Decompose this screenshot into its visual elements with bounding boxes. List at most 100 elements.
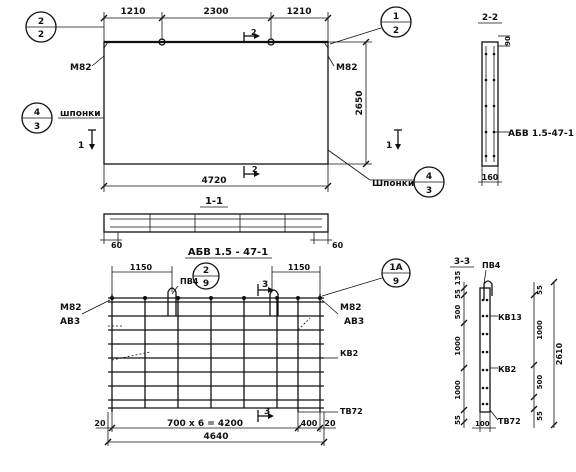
dim-700x6: 700 х 6 = 4200 — [167, 419, 243, 429]
callout-4-3-right: 4 3 — [413, 166, 445, 198]
svg-text:1А: 1А — [389, 263, 402, 273]
section-mark-label: 1 — [386, 141, 392, 151]
dim-90: 90 — [504, 36, 512, 46]
dim-55-r1: 55 — [536, 285, 544, 295]
corner-chamfer — [103, 41, 109, 49]
svg-text:9: 9 — [393, 277, 399, 287]
section-outline — [103, 213, 329, 233]
dim-160: 160 — [482, 173, 499, 182]
dim-tick — [158, 14, 166, 22]
section-mark-label: 3 — [262, 280, 268, 290]
leader-line — [489, 409, 499, 421]
callout-4-3-left: 4 3 — [21, 102, 53, 134]
label-kv2: КВ2 — [498, 365, 516, 374]
dim-60-left: 60 — [111, 241, 123, 250]
svg-text:2: 2 — [203, 266, 209, 276]
cage-elevation: АБВ 1.5 - 47-1 1150 1150 — [60, 247, 411, 446]
leader-line — [91, 55, 105, 67]
dim-135: 135 — [454, 271, 462, 286]
section-2-2-label: АБВ 1.5-47-1 — [508, 129, 574, 139]
leader-line — [327, 55, 335, 67]
panel-plan: 1210 2300 1210 2 2 1 1 2650 4720 — [21, 6, 445, 198]
section-mark-label: 2 — [252, 165, 258, 174]
dim-55-r2: 55 — [536, 411, 544, 421]
svg-text:3: 3 — [426, 186, 432, 196]
dim-1000-b: 1000 — [454, 380, 462, 400]
svg-text:2: 2 — [38, 30, 44, 40]
callout-2-9: 2 9 — [192, 262, 220, 290]
dim-20-right: 20 — [324, 419, 336, 428]
section-outline — [481, 41, 499, 167]
section-arrowhead — [395, 144, 401, 150]
svg-text:4: 4 — [426, 172, 432, 182]
panel-outline — [103, 41, 329, 165]
section-2-2: 2-2 90 АБВ 1.5-47-1 160 — [478, 13, 574, 186]
leader-line — [483, 269, 487, 285]
label-m82-right: М82 — [336, 63, 357, 73]
lifting-hook — [483, 280, 493, 300]
dim-4640: 4640 — [203, 432, 228, 442]
callout-1a-9: 1А 9 — [321, 258, 411, 297]
dim-right: 2650 — [355, 90, 365, 115]
dim-1150-left: 1150 — [130, 263, 153, 272]
svg-text:2: 2 — [38, 17, 44, 27]
section-arrowhead — [254, 33, 260, 39]
dim-1000-r: 1000 — [536, 320, 544, 340]
dim-tick — [100, 182, 108, 190]
dim-500-r: 500 — [536, 375, 544, 390]
section-2-2-title: 2-2 — [482, 13, 498, 23]
section-1-1: 1-1 60 60 — [100, 196, 344, 250]
svg-text:2: 2 — [393, 26, 399, 36]
lifting-hook — [167, 287, 177, 316]
dim-2610: 2610 — [555, 342, 564, 365]
section-arrowhead — [254, 171, 260, 177]
callout-1-2: 1 2 — [329, 6, 412, 45]
dim-bottom: 4720 — [201, 176, 226, 186]
dim-400: 400 — [301, 419, 318, 428]
dim-tick — [362, 160, 370, 168]
leader-line — [81, 299, 111, 315]
dim-top-1: 1210 — [120, 7, 145, 17]
svg-text:3: 3 — [34, 122, 40, 132]
section-mark-label: 1 — [78, 141, 84, 151]
svg-text:9: 9 — [203, 279, 209, 289]
svg-text:1: 1 — [393, 12, 399, 22]
section-outline — [479, 287, 491, 413]
cage-title: АБВ 1.5 - 47-1 — [188, 247, 268, 258]
dim-tick — [362, 38, 370, 46]
leader-line — [327, 149, 371, 181]
section-arrowhead — [89, 144, 95, 150]
section-mark-label: 3 — [264, 407, 270, 417]
dim-tick — [267, 14, 275, 22]
label-m82-left: М82 — [60, 303, 81, 313]
dim-20-left: 20 — [94, 419, 106, 428]
dim-1000-a: 1000 — [454, 336, 462, 356]
label-keys-left: шпонки — [60, 109, 101, 119]
svg-text:4: 4 — [34, 108, 40, 118]
dim-top-2: 2300 — [203, 7, 228, 17]
leader-line — [171, 285, 179, 295]
section-1-1-title: 1-1 — [205, 196, 223, 207]
section-mark-label: 2 — [251, 28, 257, 37]
label-pv4: ПВ4 — [482, 261, 501, 270]
label-tv72: ТВ72 — [340, 407, 363, 416]
dim-tick — [324, 182, 332, 190]
corner-chamfer — [323, 41, 329, 49]
label-kv13: КВ13 — [498, 313, 522, 322]
label-tv72: ТВ72 — [498, 417, 521, 426]
dim-60-right: 60 — [332, 241, 344, 250]
dim-55-top: 55 — [454, 289, 462, 299]
callout-2-2: 2 2 — [25, 11, 104, 43]
label-av3-left: АВ3 — [60, 317, 80, 327]
label-av3-right: АВ3 — [344, 317, 364, 327]
dim-100: 100 — [475, 420, 490, 428]
dim-500: 500 — [454, 305, 462, 320]
leader-line — [321, 299, 339, 315]
dim-55-bottom: 55 — [454, 415, 462, 425]
label-m82-left: М82 — [70, 63, 91, 73]
label-kv2: КВ2 — [340, 349, 358, 358]
label-m82-right: М82 — [340, 303, 361, 313]
dim-1150-right: 1150 — [288, 263, 311, 272]
section-3-3: 3-3 ПВ4 135 55 500 1000 1000 55 — [450, 257, 564, 432]
